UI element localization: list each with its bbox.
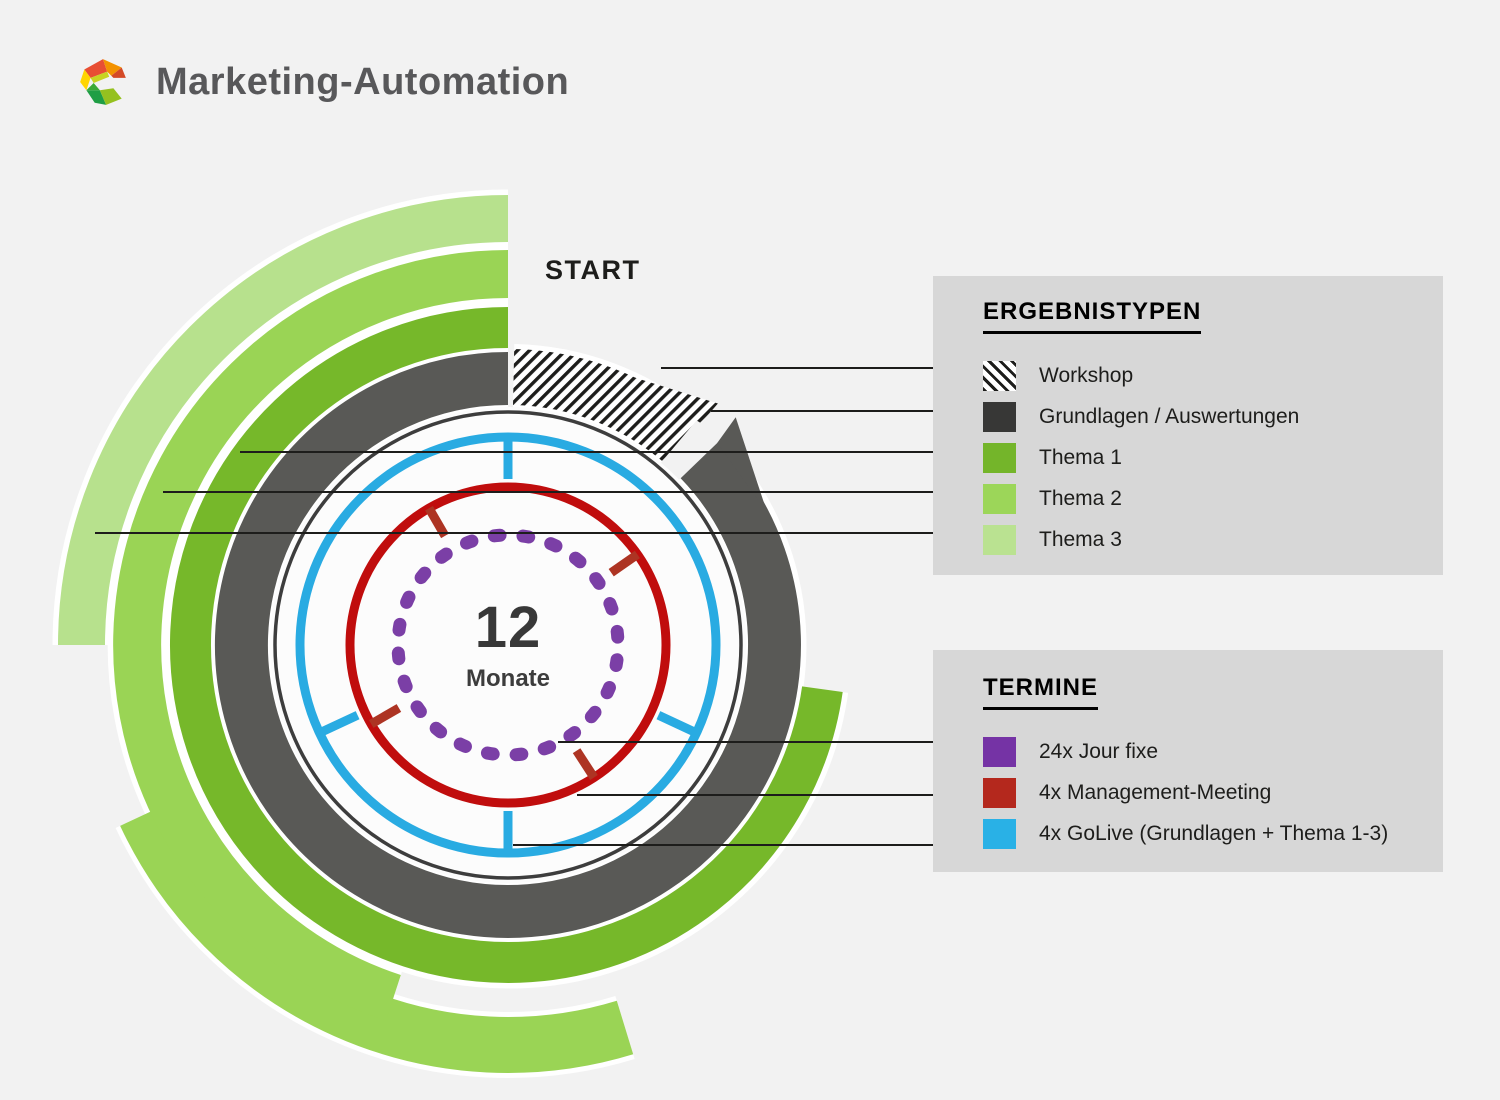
- legend-row-management-meeting: 4x Management-Meeting: [983, 777, 1443, 809]
- legend-ergebnistypen: ERGEBNISTYPEN Workshop Grundlagen / Ausw…: [933, 276, 1443, 575]
- legend-row-golive: 4x GoLive (Grundlagen + Thema 1-3): [983, 818, 1443, 850]
- thema3-swatch: [983, 525, 1016, 555]
- legend-label: 4x Management-Meeting: [1039, 781, 1272, 804]
- legend-row-thema3: Thema 3: [983, 524, 1443, 556]
- legend-label: Workshop: [1039, 364, 1134, 387]
- thema1-swatch: [983, 443, 1016, 473]
- legend-label: 24x Jour fixe: [1039, 740, 1159, 763]
- ring-thema1-arc: [170, 307, 843, 983]
- legend-label: Grundlagen / Auswertungen: [1039, 405, 1300, 428]
- legend-label: Thema 3: [1039, 528, 1122, 551]
- legend-label: 4x GoLive (Grundlagen + Thema 1-3): [1039, 822, 1389, 845]
- legend-row-jour-fixe: 24x Jour fixe: [983, 736, 1443, 768]
- center-months-unit: Monate: [466, 665, 550, 692]
- ring-thema3-arc: [58, 195, 509, 646]
- golive-ticks: [317, 437, 699, 853]
- inner-outline-circle: [273, 410, 743, 880]
- legend-termine: TERMINE 24x Jour fixe 4x Management-Meet…: [933, 650, 1443, 872]
- legend-label: Thema 2: [1039, 487, 1122, 510]
- management-meeting-circle: [345, 482, 671, 808]
- workshop-hatch-swatch: [983, 361, 1016, 391]
- ring-thema2-tail-arc: [120, 802, 634, 1073]
- management-meeting-ticks: [368, 505, 640, 780]
- ring-workshop-hatched-arc: [512, 349, 699, 462]
- legend-termine-items: 24x Jour fixe 4x Management-Meeting 4x G…: [983, 736, 1443, 850]
- grundlagen-swatch: [983, 402, 1016, 432]
- legend-termine-title: TERMINE: [983, 674, 1098, 710]
- company-logo: [80, 59, 126, 105]
- ring-grundlagen-arc: [214, 352, 801, 938]
- legend-ergebnistypen-items: Workshop Grundlagen / Auswertungen Thema…: [983, 360, 1443, 556]
- page-title: Marketing-Automation: [156, 60, 570, 103]
- legend-row-workshop: Workshop: [983, 360, 1443, 392]
- thema2-swatch: [983, 484, 1016, 514]
- legend-label: Thema 1: [1039, 446, 1122, 469]
- golive-swatch: [983, 819, 1016, 849]
- management-meeting-swatch: [983, 778, 1016, 808]
- legend-row-thema2: Thema 2: [983, 483, 1443, 515]
- connector-lines: [95, 367, 933, 846]
- legend-row-thema1: Thema 1: [983, 442, 1443, 474]
- legend-row-grundlagen: Grundlagen / Auswertungen: [983, 401, 1443, 433]
- inner-disc: [270, 407, 746, 883]
- ring-thema2-arc: [113, 250, 509, 1021]
- start-label: START: [545, 255, 641, 285]
- ring-grundlagen-point: [717, 417, 768, 513]
- header: Marketing-Automation: [76, 54, 569, 110]
- ring-workshop-hatched-point: [618, 372, 718, 424]
- legend-ergebnistypen-title: ERGEBNISTYPEN: [983, 298, 1202, 334]
- jour-fixe-swatch: [983, 737, 1016, 767]
- center-months-value: 12: [474, 595, 542, 660]
